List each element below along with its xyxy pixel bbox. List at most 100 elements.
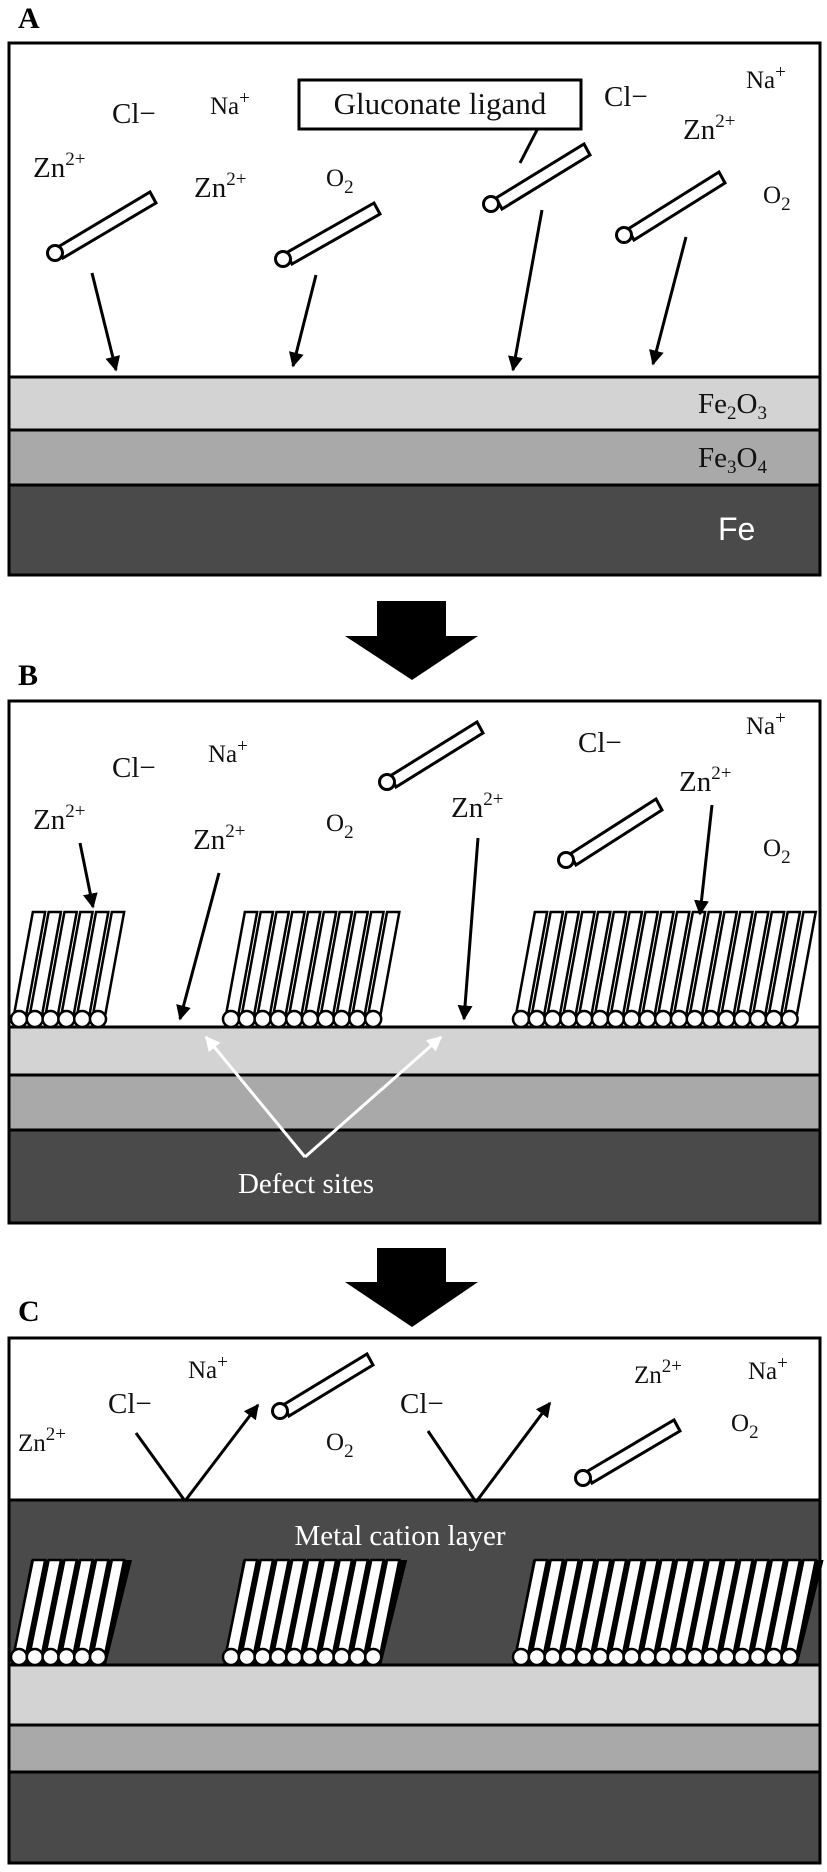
ligand-head-group <box>653 1647 673 1667</box>
adsorption-arrow <box>289 274 318 368</box>
sodium-ion: Na+ <box>210 88 250 120</box>
gluconate-ligand <box>557 796 664 869</box>
transition-arrow-b-c <box>345 1248 478 1327</box>
ligand-head-group <box>590 1009 610 1029</box>
panel-b: Cl− Na+ Zn2+ Zn2+ O2 Zn2+ Cl− Na+ Zn2+ O… <box>7 699 822 1225</box>
ligand-head-group <box>543 1009 562 1029</box>
ligand-head-group <box>574 1009 594 1029</box>
ligand-head-group <box>732 1009 752 1029</box>
ligand-head-group <box>717 1647 736 1667</box>
ligand-head-group <box>685 1647 705 1667</box>
zinc-ion-arrow <box>78 842 98 909</box>
gluconate-ligand <box>378 719 485 791</box>
sodium-ion: Na+ <box>208 736 248 768</box>
adsorbed-ligand-layer <box>511 910 818 1029</box>
ligand-head-group <box>253 1009 272 1029</box>
ligand-head-group <box>527 1647 547 1667</box>
panel-b-letter: B <box>18 659 38 692</box>
fe3o4-layer <box>7 1073 822 1132</box>
zinc-ion-arrow <box>457 837 480 1021</box>
ligand-head-group <box>606 1647 626 1667</box>
fe-layer <box>7 1128 822 1225</box>
ligand-head-group <box>237 1009 257 1029</box>
ligand-head-group <box>316 1009 336 1029</box>
fe3o4-layer <box>7 1723 822 1774</box>
oxygen-molecule: O2 <box>326 1429 354 1462</box>
fe2o3-layer <box>7 375 822 432</box>
ligand-head-group <box>732 1647 752 1667</box>
ligand-head-group <box>348 1647 367 1667</box>
gluconate-callout-label: Gluconate ligand <box>334 86 547 121</box>
adsorbed-ligand-layer <box>221 910 401 1029</box>
ligand-head-group <box>574 1647 594 1667</box>
chloride-ion: Cl− <box>112 98 156 130</box>
ligand-head-group <box>559 1647 578 1667</box>
panel-c-letter: C <box>18 1295 40 1328</box>
ligand-head-group <box>717 1009 736 1029</box>
ligand-head-group <box>780 1647 799 1667</box>
chloride-ion: Cl− <box>400 1388 444 1420</box>
adsorbed-ligand-layer <box>9 1558 132 1667</box>
ligand-head-group <box>348 1009 367 1029</box>
ligand-head-group <box>511 1647 531 1667</box>
ligand-head-group <box>332 1009 351 1029</box>
ligand-head-group <box>284 1647 304 1667</box>
ligand-head-group <box>9 1647 29 1667</box>
chloride-repulsion <box>426 1401 552 1503</box>
panel-a-letter: A <box>18 2 40 35</box>
ligand-head-group <box>41 1009 60 1029</box>
transition-arrow-a-b <box>345 601 478 680</box>
ligand-head-group <box>764 1647 784 1667</box>
defect-site-arrow <box>304 1035 443 1159</box>
ligand-head-group <box>701 1009 720 1029</box>
ligand-head-group <box>221 1009 241 1029</box>
fe2o3-layer <box>7 1025 822 1077</box>
gluconate-callout: Gluconate ligand <box>297 78 583 164</box>
chloride-ion: Cl− <box>108 1388 152 1420</box>
zinc-ion: Zn2+ <box>683 111 735 146</box>
ligand-head-group <box>332 1647 351 1667</box>
adsorption-arrow <box>508 209 544 372</box>
ligand-head-group <box>590 1647 610 1667</box>
ligand-head-group <box>57 1647 76 1667</box>
adsorbed-ligand-layer <box>221 1558 408 1667</box>
sodium-ion: Na+ <box>746 708 786 740</box>
gluconate-ligand <box>46 189 159 262</box>
zinc-ion-arrow <box>694 804 714 916</box>
sodium-ion: Na+ <box>188 1352 228 1384</box>
zinc-ion: Zn2+ <box>33 149 85 184</box>
panel-c: Metal cation layer Na+ Cl− Zn2+ O2 Cl− Z… <box>7 1336 824 1865</box>
ligand-head-group <box>88 1009 108 1029</box>
oxygen-molecule: O2 <box>326 165 354 198</box>
sodium-ion: Na+ <box>746 62 786 94</box>
oxygen-molecule: O2 <box>731 1410 759 1443</box>
ligand-head-group <box>221 1647 241 1667</box>
ligand-head-group <box>543 1647 562 1667</box>
ligand-head-group <box>363 1647 383 1667</box>
zinc-ion: Zn2+ <box>33 801 85 836</box>
adsorbed-ligand-layer <box>9 910 126 1029</box>
ligand-head-group <box>511 1009 531 1029</box>
zinc-ion-arrow <box>176 872 221 1021</box>
ligand-head-group <box>72 1647 92 1667</box>
ligand-head-group <box>237 1647 257 1667</box>
ligand-head-group <box>701 1647 720 1667</box>
gluconate-ligand <box>274 200 383 268</box>
ligand-head-group <box>606 1009 626 1029</box>
ligand-head-group <box>253 1647 272 1667</box>
fe-layer <box>7 1770 822 1865</box>
ligand-head-group <box>269 1647 288 1667</box>
gluconate-ligand <box>271 1351 376 1420</box>
ligand-head-group <box>622 1647 641 1667</box>
sodium-ion: Na+ <box>748 1353 788 1385</box>
zinc-ion: Zn2+ <box>194 169 246 204</box>
ligand-head-group <box>88 1647 108 1667</box>
ligand-head-group <box>25 1009 45 1029</box>
ligand-head-group <box>9 1009 29 1029</box>
oxygen-molecule: O2 <box>326 810 354 843</box>
gluconate-callout-box <box>297 78 583 131</box>
chloride-ion: Cl− <box>578 727 622 759</box>
ligand-head-group <box>363 1009 383 1029</box>
gluconate-ligand <box>482 141 592 213</box>
